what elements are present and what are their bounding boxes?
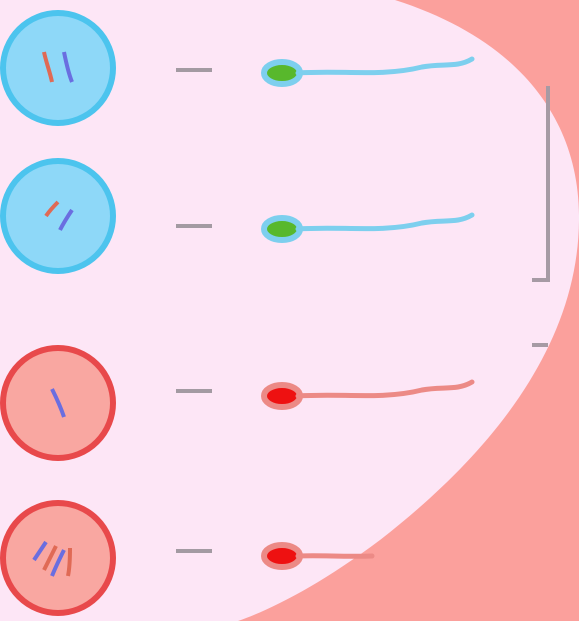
- cell-icon: [3, 503, 113, 613]
- cell-icon: [3, 348, 113, 458]
- cell-icon: [3, 161, 113, 271]
- cell-icon: [3, 13, 113, 123]
- chromosome-red: [68, 548, 70, 576]
